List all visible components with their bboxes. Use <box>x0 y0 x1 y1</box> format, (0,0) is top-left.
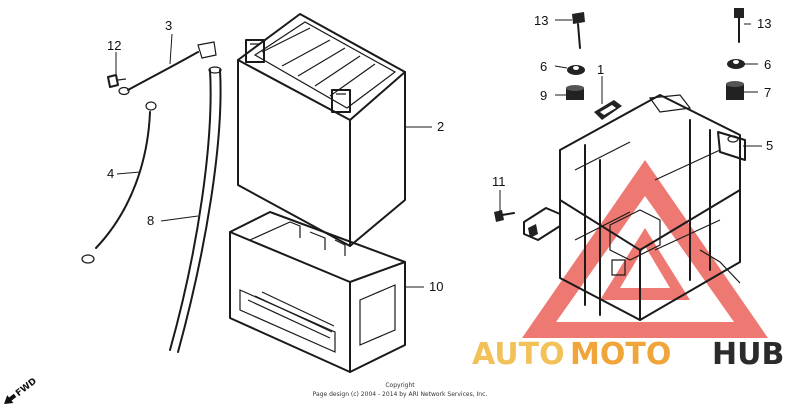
collar-9 <box>566 85 584 100</box>
watermark-moto: MOTO <box>570 337 671 372</box>
cable-4 <box>81 101 157 264</box>
fwd-label: FWD <box>14 377 39 399</box>
battery-bracket <box>559 94 746 321</box>
watermark-triangle <box>522 160 768 338</box>
grommet-6-right <box>727 59 745 69</box>
fwd-indicator: FWD <box>4 377 39 404</box>
callout-6-right: 6 <box>764 57 771 72</box>
clamp <box>523 207 561 241</box>
callout-2: 2 <box>437 119 444 134</box>
callout-4: 4 <box>107 166 114 181</box>
callout-12: 12 <box>107 38 121 53</box>
watermark-hub: HUB <box>712 337 784 372</box>
callout-13-left: 13 <box>534 13 548 28</box>
tube-8 <box>169 66 222 353</box>
fwd-arrow-icon <box>4 393 17 404</box>
watermark-auto: AUTO <box>472 337 565 372</box>
callout-3: 3 <box>165 18 172 33</box>
callout-5: 5 <box>766 138 773 153</box>
copyright: Copyright Page design (c) 2004 - 2014 by… <box>313 382 488 398</box>
leader-lines <box>115 19 762 288</box>
bolt-11 <box>494 210 515 222</box>
callout-7: 7 <box>764 85 771 100</box>
callout-9: 9 <box>540 88 547 103</box>
cable-3 <box>118 41 217 96</box>
callout-8: 8 <box>147 213 154 228</box>
bolt-13-left <box>572 12 585 49</box>
cushion-7 <box>726 81 744 100</box>
battery-tray <box>229 211 406 373</box>
callouts: 2 3 4 8 10 12 13 13 6 6 9 7 1 5 11 <box>107 13 773 294</box>
callout-6-left: 6 <box>540 59 547 74</box>
callout-11: 11 <box>492 174 506 189</box>
copyright-line1: Copyright <box>385 382 415 389</box>
grommet-6-left <box>567 65 585 75</box>
copyright-line2: Page design (c) 2004 - 2014 by ARI Netwo… <box>313 391 488 398</box>
callout-13-right: 13 <box>757 16 771 31</box>
callout-10: 10 <box>429 279 443 294</box>
callout-1: 1 <box>597 62 604 77</box>
watermark-logo: AUTO MOTO HUB <box>472 337 784 372</box>
bolt-12 <box>107 74 127 88</box>
battery <box>237 13 406 247</box>
rubber-1 <box>594 100 622 120</box>
bolt-13-right <box>734 8 744 43</box>
